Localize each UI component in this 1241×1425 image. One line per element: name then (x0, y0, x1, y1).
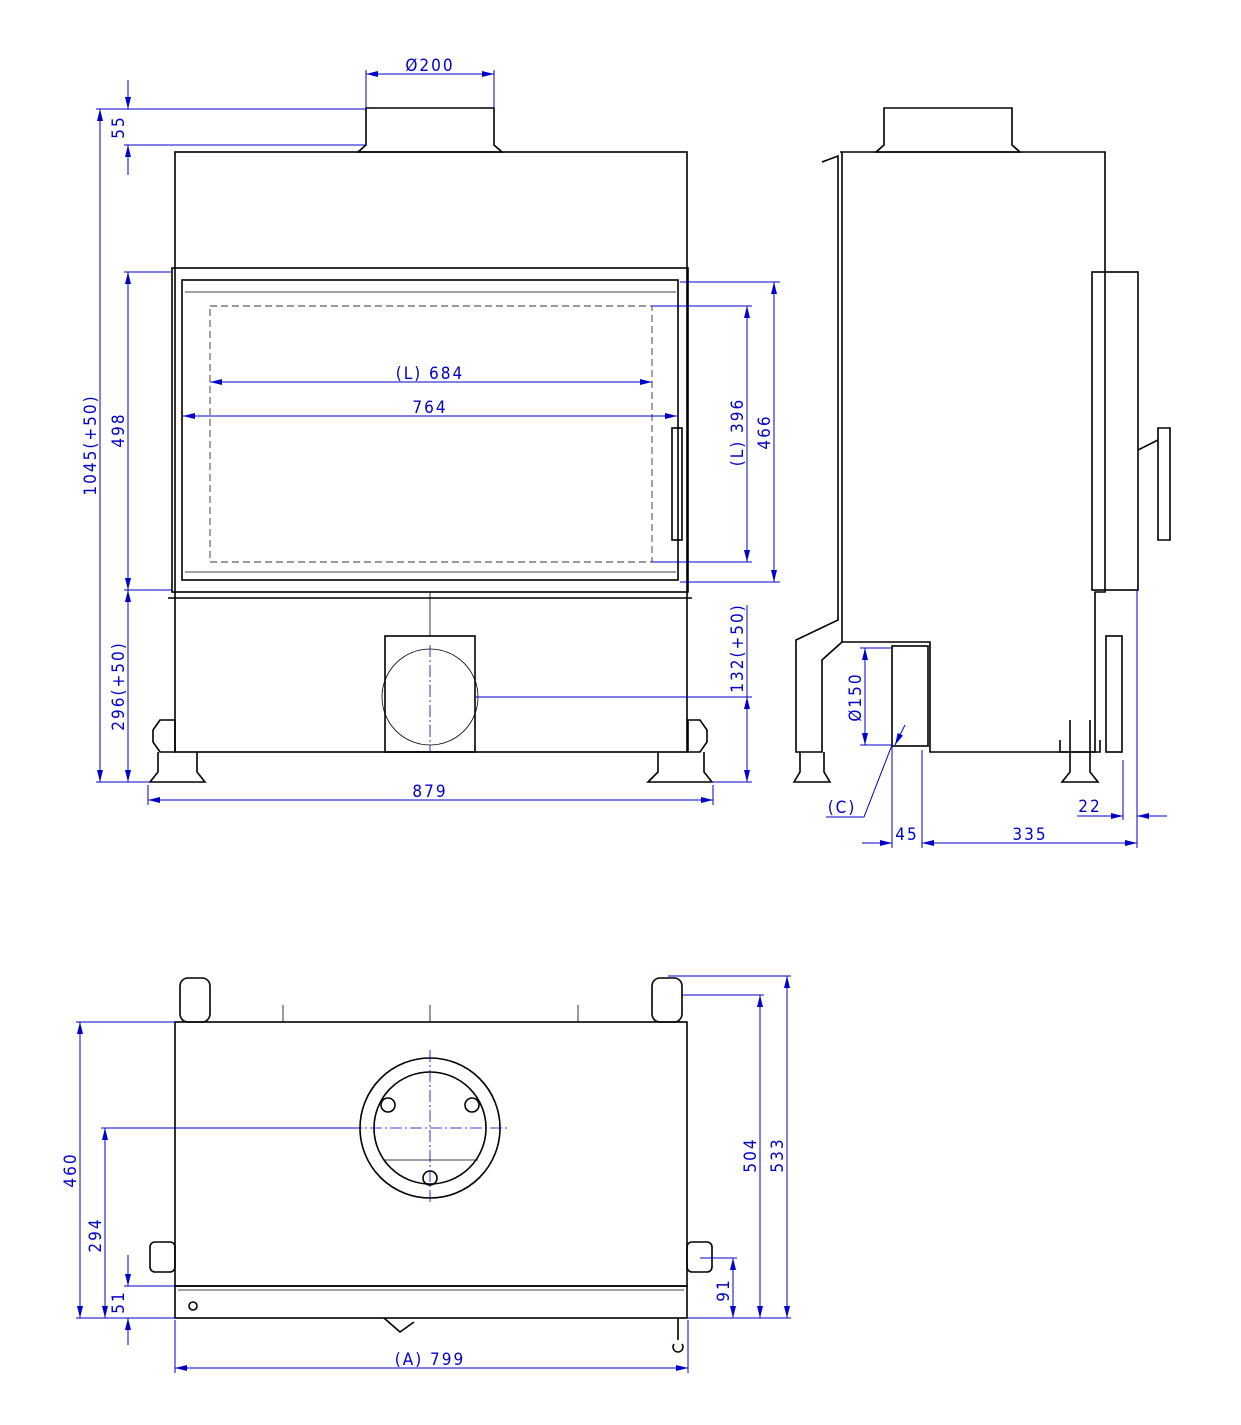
dim-inlet-offset: 45 (895, 825, 918, 845)
dim-top-depth-total: 533 (768, 1137, 788, 1172)
dim-depth: 335 (1012, 825, 1047, 845)
dimensions: Ø200 55 1045(+50) 498 296(+50) (L) 684 7… (61, 56, 1167, 1373)
dim-front-offset: 22 (1078, 797, 1101, 817)
dim-door-height: 498 (109, 412, 129, 447)
dim-frame-height: 466 (755, 414, 775, 449)
dim-door-protrusion: 91 (714, 1278, 734, 1301)
dim-air-inlet-height: 132(+50) (728, 603, 748, 692)
top-view (149, 977, 713, 1353)
side-view (792, 107, 1171, 783)
dim-door-width: 764 (412, 398, 447, 418)
dim-glass-height: (L) 396 (728, 398, 748, 467)
front-view (148, 107, 714, 783)
dim-total-height: 1045(+50) (81, 394, 101, 495)
dim-flue-center: 294 (86, 1217, 106, 1252)
dim-glass-width: (L) 684 (396, 364, 465, 384)
dim-front-strip: 51 (109, 1290, 129, 1313)
dim-flue-diameter: Ø200 (405, 56, 454, 76)
dim-top-depth-legs: 504 (741, 1137, 761, 1172)
dim-base-height: 296(+50) (109, 641, 129, 730)
label-air-inlet-c: (C) (828, 798, 857, 818)
dim-total-width: 879 (412, 782, 447, 802)
dim-top-body-depth: 460 (61, 1152, 81, 1187)
dim-top-width: (A) 799 (395, 1350, 465, 1370)
dim-air-inlet-diameter: Ø150 (846, 672, 866, 721)
dim-collar-height: 55 (109, 115, 129, 138)
